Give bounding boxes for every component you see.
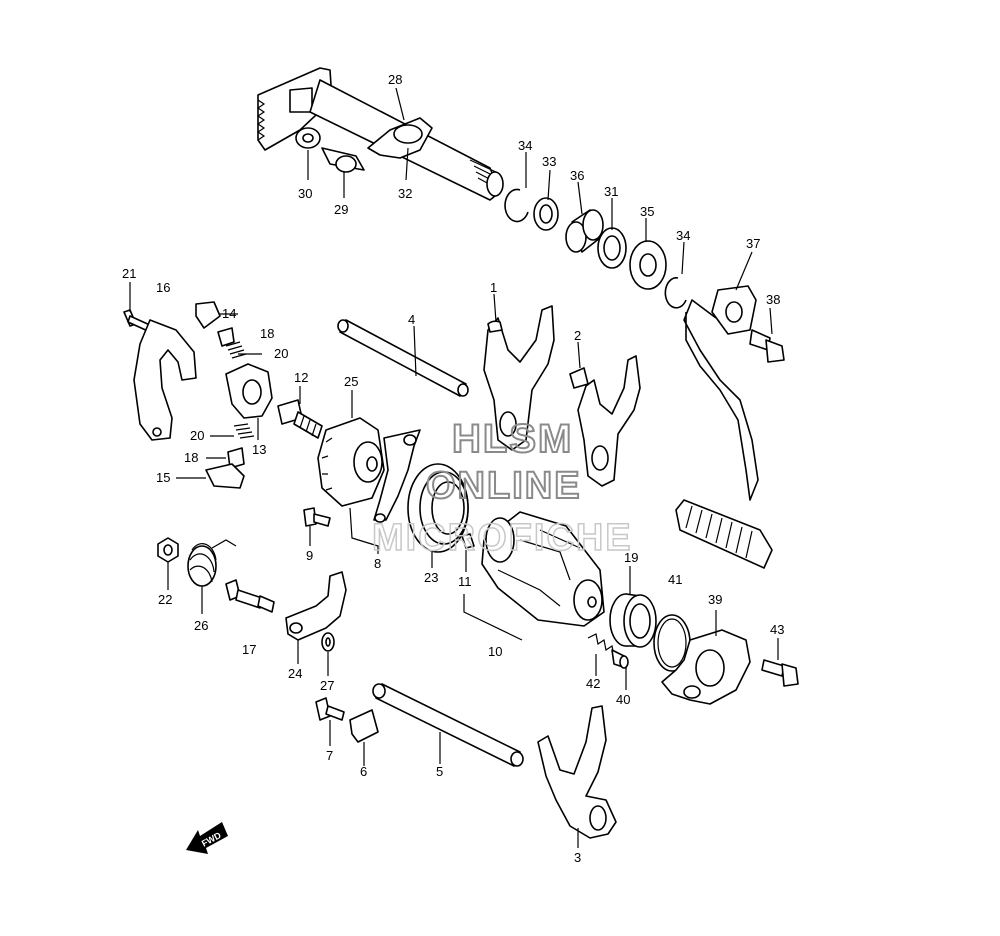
washer-33 — [533, 197, 559, 231]
bearing-19 — [609, 593, 657, 648]
plate-6 — [349, 709, 379, 743]
shift-drum-10 — [481, 511, 605, 627]
plate-16 — [133, 319, 197, 441]
bolt-17 — [225, 579, 275, 613]
callout-19: 19 — [624, 550, 638, 565]
spring-42 — [587, 633, 615, 657]
callout-39: 39 — [708, 592, 722, 607]
screw-7 — [315, 697, 345, 721]
shift-arm-24 — [285, 571, 347, 641]
gearshift-lever-37 — [675, 285, 773, 569]
callout-20-lower: 20 — [190, 428, 204, 443]
callout-25: 25 — [344, 374, 358, 389]
washer-27 — [321, 632, 335, 652]
washer-30 — [295, 127, 321, 149]
pin-18-upper — [217, 327, 235, 347]
shift-fork-1 — [483, 305, 555, 451]
spring-20-lower — [233, 423, 255, 439]
callout-24: 24 — [288, 666, 302, 681]
circlip-34-upper — [504, 188, 529, 223]
callout-43: 43 — [770, 622, 784, 637]
callout-11: 11 — [458, 574, 472, 589]
callout-21: 21 — [122, 266, 136, 281]
callout-5: 5 — [436, 764, 443, 779]
bolt-38 — [749, 329, 785, 363]
callout-10: 10 — [488, 644, 502, 659]
bushing-14 — [195, 301, 221, 329]
callout-12: 12 — [294, 370, 308, 385]
callout-20-upper: 20 — [274, 346, 288, 361]
cover-39 — [661, 629, 751, 705]
fork-shaft-5 — [372, 683, 524, 767]
watermark-line-3: MICROFICHE — [372, 517, 633, 559]
shift-cam-25 — [317, 417, 385, 507]
callout-36: 36 — [570, 168, 584, 183]
stopper-15 — [205, 463, 245, 489]
callout-32: 32 — [398, 186, 412, 201]
callout-18-upper: 18 — [260, 326, 274, 341]
bearing-36 — [565, 209, 604, 253]
callout-35: 35 — [640, 204, 654, 219]
bolt-12 — [277, 399, 323, 439]
callout-13: 13 — [252, 442, 266, 457]
callout-labels: 28 30 29 32 34 33 36 31 35 34 37 38 21 1… — [122, 72, 784, 865]
callout-41: 41 — [668, 572, 682, 587]
pin-11 — [461, 533, 475, 549]
bearing-23 — [407, 463, 469, 553]
callout-33: 33 — [542, 154, 556, 169]
watermark-line-1: HLSM — [452, 417, 573, 461]
spring-20-upper — [225, 341, 247, 359]
callout-40: 40 — [616, 692, 630, 707]
screw-9 — [303, 507, 331, 527]
circlip-34-lower — [664, 277, 687, 309]
shift-fork-2 — [569, 355, 641, 487]
callout-27: 27 — [320, 678, 334, 693]
bolt-43 — [761, 659, 799, 687]
pin-18-lower — [227, 447, 245, 469]
watermark-line-2: ONLINE — [426, 465, 582, 507]
fork-shaft-4 — [337, 319, 469, 397]
callout-28: 28 — [388, 72, 402, 87]
callout-42: 42 — [586, 676, 600, 691]
callout-18-lower: 18 — [184, 450, 198, 465]
callout-30: 30 — [298, 186, 312, 201]
callout-34-upper: 34 — [518, 138, 532, 153]
callout-7: 7 — [326, 748, 333, 763]
pin-40 — [611, 649, 629, 669]
callout-14: 14 — [222, 306, 236, 321]
callout-22: 22 — [158, 592, 172, 607]
callout-31: 31 — [604, 184, 618, 199]
callout-3: 3 — [574, 850, 581, 865]
callout-29: 29 — [334, 202, 348, 217]
gearshift-shaft-assembly — [256, 67, 504, 201]
pin-29 — [321, 147, 365, 173]
callout-26: 26 — [194, 618, 208, 633]
plate-8 — [373, 429, 421, 523]
callout-4: 4 — [408, 312, 415, 327]
callout-2: 2 — [574, 328, 581, 343]
callout-16: 16 — [156, 280, 170, 295]
nut-22 — [157, 537, 179, 563]
oil-seal-31 — [597, 227, 627, 269]
callout-15: 15 — [156, 470, 170, 485]
callout-23: 23 — [424, 570, 438, 585]
spring-26 — [187, 539, 237, 587]
shift-fork-3 — [537, 705, 617, 839]
callout-38: 38 — [766, 292, 780, 307]
callout-9: 9 — [306, 548, 313, 563]
forward-direction-arrow: FWD — [186, 822, 228, 854]
washer-35 — [629, 240, 667, 290]
watermark: HLSM ONLINE MICROFICHE — [371, 416, 633, 560]
callout-17: 17 — [242, 642, 256, 657]
callout-37: 37 — [746, 236, 760, 251]
callout-34-lower: 34 — [676, 228, 690, 243]
cam-stopper-13 — [225, 363, 273, 419]
leader-lines — [129, 87, 779, 848]
callout-6: 6 — [360, 764, 367, 779]
callout-1: 1 — [490, 280, 497, 295]
callout-8: 8 — [374, 556, 381, 571]
